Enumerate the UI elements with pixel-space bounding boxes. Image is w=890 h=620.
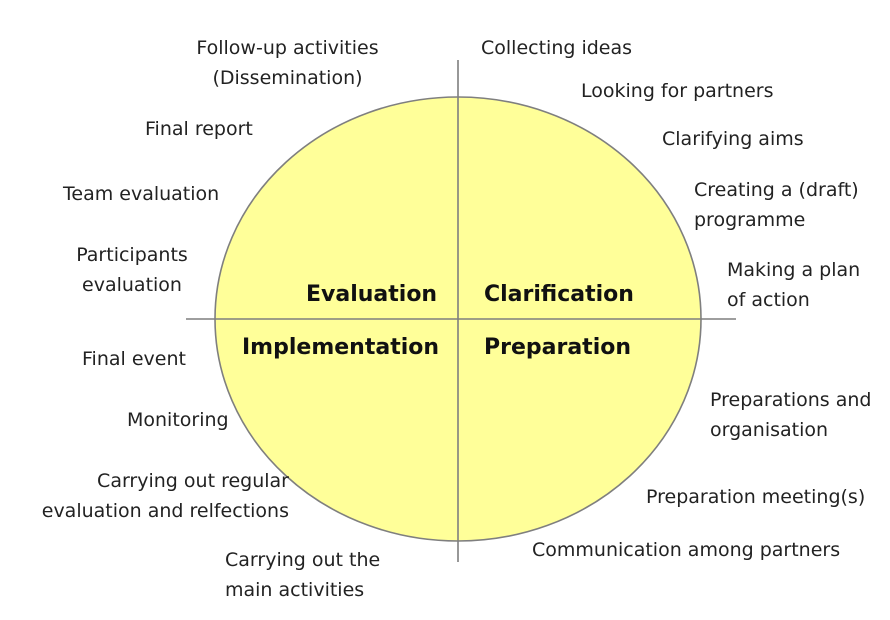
quadrant-implementation: Implementation	[242, 335, 440, 360]
label-followup-line2: (Dissemination)	[212, 67, 363, 89]
label-prep-org-line2: organisation	[710, 419, 829, 441]
label-communication-partners: Communication among partners	[532, 539, 841, 561]
label-collecting-ideas: Collecting ideas	[481, 37, 633, 59]
label-preparations-organisation: Preparations and organisation	[710, 385, 871, 445]
label-plan-line2: of action	[727, 289, 810, 311]
label-followup-line1: Follow-up activities	[196, 37, 379, 59]
label-draft-programme: Creating a (draft) programme	[694, 175, 859, 235]
label-monitoring: Monitoring	[127, 409, 229, 431]
label-final-event: Final event	[82, 348, 186, 370]
label-preparation-meeting: Preparation meeting(s)	[646, 486, 866, 508]
label-regular-line1: Carrying out regular	[97, 470, 289, 492]
label-participants-line1: Participants	[76, 244, 188, 266]
label-main-line2: main activities	[225, 579, 365, 601]
label-team-evaluation: Team evaluation	[63, 183, 220, 205]
label-followup-activities: Follow-up activities (Dissemination)	[180, 33, 395, 93]
quadrant-preparation: Preparation	[484, 335, 632, 360]
label-final-report: Final report	[145, 118, 253, 140]
label-looking-partners: Looking for partners	[581, 80, 774, 102]
label-participants-line2: evaluation	[82, 274, 182, 296]
label-draft-line2: programme	[694, 209, 806, 231]
label-plan-of-action: Making a plan of action	[727, 255, 860, 315]
label-draft-line1: Creating a (draft)	[694, 179, 859, 201]
label-participants-evaluation: Participants evaluation	[62, 240, 202, 300]
label-regular-evaluation: Carrying out regular evaluation and relf…	[10, 466, 289, 526]
quadrant-clarification: Clarification	[484, 282, 634, 307]
label-prep-org-line1: Preparations and	[710, 389, 872, 411]
quadrant-evaluation: Evaluation	[306, 282, 438, 307]
label-main-activities: Carrying out the main activities	[225, 545, 380, 605]
label-clarifying-aims: Clarifying aims	[662, 128, 804, 150]
label-main-line1: Carrying out the	[225, 549, 381, 571]
label-regular-line2: evaluation and relfections	[41, 500, 289, 522]
label-plan-line1: Making a plan	[727, 259, 861, 281]
